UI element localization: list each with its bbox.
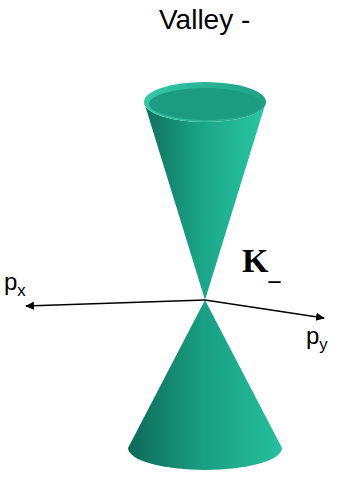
title: Valley - xyxy=(159,4,250,36)
axis-label: py xyxy=(306,322,328,355)
lower-cone xyxy=(128,300,282,470)
upper-cone-rim xyxy=(144,82,266,122)
px-axis xyxy=(26,300,205,306)
valley-point-label: K_ xyxy=(242,242,280,286)
upper-cone-opening xyxy=(149,88,261,120)
axis-label: px xyxy=(4,268,26,301)
py-axis xyxy=(205,300,324,318)
